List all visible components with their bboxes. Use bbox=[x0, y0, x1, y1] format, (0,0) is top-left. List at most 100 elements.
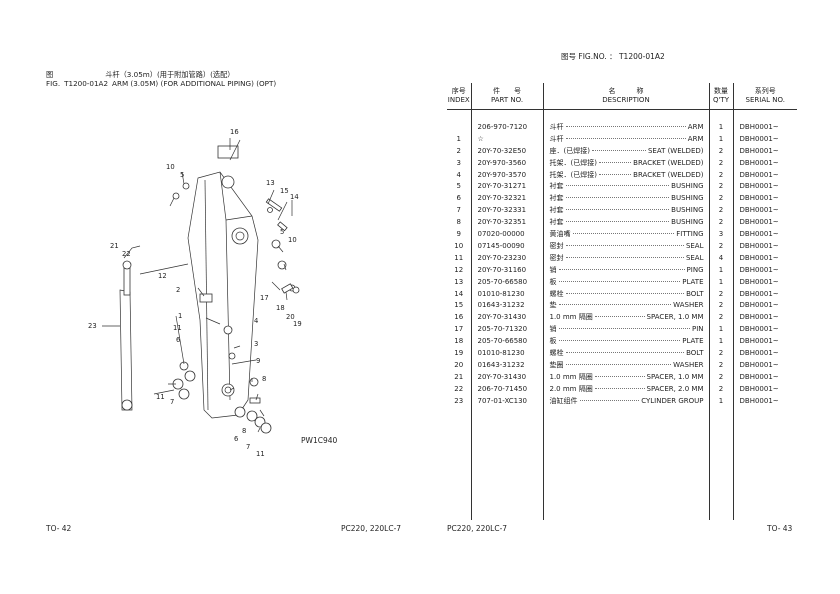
callout-10: 10 bbox=[166, 163, 175, 171]
row-serial: DBH0001~ bbox=[732, 133, 797, 146]
row-qty: 1 bbox=[708, 276, 733, 289]
row-qty: 2 bbox=[708, 312, 733, 325]
leader-dots bbox=[565, 244, 684, 246]
row-serial: DBH0001~ bbox=[732, 360, 797, 372]
callout-4: 4 bbox=[254, 317, 259, 325]
row-part-no: 20Y-70-31271 bbox=[470, 181, 543, 194]
leader-dots bbox=[579, 399, 640, 401]
figure-heading: 图 斗杆（3.05m）(用于附加管路）(选配） FIG. T1200-01A2 … bbox=[46, 70, 276, 88]
row-serial: DBH0001~ bbox=[732, 121, 797, 134]
row-desc-cn: 螺栓 bbox=[549, 349, 564, 358]
leader-dots bbox=[594, 316, 645, 318]
callout-21: 21 bbox=[110, 242, 119, 250]
row-serial: DBH0001~ bbox=[732, 169, 797, 182]
row-desc-cn: 黄油嘴 bbox=[549, 230, 571, 239]
row-qty: 2 bbox=[708, 205, 733, 218]
row-qty: 2 bbox=[708, 193, 733, 206]
row-desc-en: PLATE bbox=[682, 337, 704, 346]
row-description: 座．(已焊接)SEAT (WELDED) bbox=[542, 145, 709, 158]
leader-dots bbox=[558, 340, 681, 342]
row-desc-cn: 托架．(已焊接) bbox=[549, 170, 597, 179]
row-index: 9 bbox=[456, 230, 461, 239]
row-index bbox=[447, 122, 471, 134]
row-qty: 4 bbox=[708, 252, 733, 265]
fig-number: T1200-01A2 bbox=[64, 79, 109, 88]
row-index: 12 bbox=[454, 265, 464, 274]
row-desc-en: SPACER, 1.0 MM bbox=[646, 372, 704, 381]
callout-11c: 11 bbox=[256, 450, 265, 458]
row-serial: DBH0001~ bbox=[732, 300, 797, 313]
callout-2: 2 bbox=[176, 286, 181, 294]
row-part-no: 20Y-70-32331 bbox=[470, 205, 543, 218]
row-serial: DBH0001~ bbox=[732, 395, 797, 408]
row-desc-cn: 1.0 mm 隔圈 bbox=[549, 372, 593, 381]
row-index: 15 bbox=[454, 301, 464, 310]
row-desc-cn: 垫圈 bbox=[549, 361, 564, 370]
row-index: 13 bbox=[454, 277, 464, 286]
row-part-no: 20Y-70-32E50 bbox=[470, 145, 543, 158]
row-description: 黄油嘴 FITTING bbox=[542, 229, 709, 241]
callout-3: 3 bbox=[254, 340, 259, 348]
row-part-no: 01010-81230 bbox=[470, 288, 543, 301]
row-qty: 2 bbox=[708, 371, 733, 384]
row-desc-en: PIN bbox=[691, 325, 704, 334]
row-part-no: 07020-00000 bbox=[470, 229, 543, 241]
callout-14: 14 bbox=[290, 193, 299, 201]
callout-11b: 11 bbox=[156, 393, 165, 401]
row-qty: 2 bbox=[708, 383, 733, 396]
row-serial: DBH0001~ bbox=[732, 217, 797, 230]
row-serial: DBH0001~ bbox=[732, 145, 797, 158]
row-serial: DBH0001~ bbox=[732, 336, 797, 349]
row-serial: DBH0001~ bbox=[732, 264, 797, 277]
callout-8b: 8 bbox=[242, 427, 247, 435]
row-index: 5 bbox=[456, 182, 461, 191]
row-part-no: 206-70-71450 bbox=[470, 383, 543, 396]
row-serial: DBH0001~ bbox=[732, 383, 797, 396]
row-desc-en: PLATE bbox=[682, 277, 704, 286]
row-qty: 2 bbox=[708, 217, 733, 230]
callout-11: 11 bbox=[173, 324, 182, 332]
row-index: 1 bbox=[456, 134, 461, 143]
row-qty: 1 bbox=[708, 395, 733, 408]
leader-dots bbox=[565, 364, 672, 366]
row-index: 3 bbox=[456, 158, 461, 167]
row-part-no: 20Y-70-23230 bbox=[470, 252, 543, 265]
row-index: 22 bbox=[454, 384, 464, 393]
row-desc-en: BUSHING bbox=[671, 182, 704, 191]
row-index: 10 bbox=[454, 241, 464, 250]
row-part-no: 20Y-70-32321 bbox=[470, 193, 543, 206]
leader-dots bbox=[565, 209, 670, 211]
right-footer-page: TO- 43 bbox=[767, 524, 793, 533]
left-footer-page: TO- 42 bbox=[46, 524, 72, 533]
row-qty: 2 bbox=[708, 157, 733, 170]
row-index: 18 bbox=[454, 337, 464, 346]
row-qty: 2 bbox=[708, 288, 733, 301]
row-serial: DBH0001~ bbox=[732, 193, 797, 206]
row-index: 4 bbox=[456, 170, 461, 179]
row-qty: 1 bbox=[708, 121, 733, 134]
row-desc-en: FITTING bbox=[676, 230, 704, 239]
callout-5b: 5 bbox=[280, 228, 285, 236]
title-en: ARM (3.05M) (FOR ADDITIONAL PIPING) (OPT… bbox=[112, 79, 277, 88]
callout-8: 8 bbox=[262, 375, 267, 383]
